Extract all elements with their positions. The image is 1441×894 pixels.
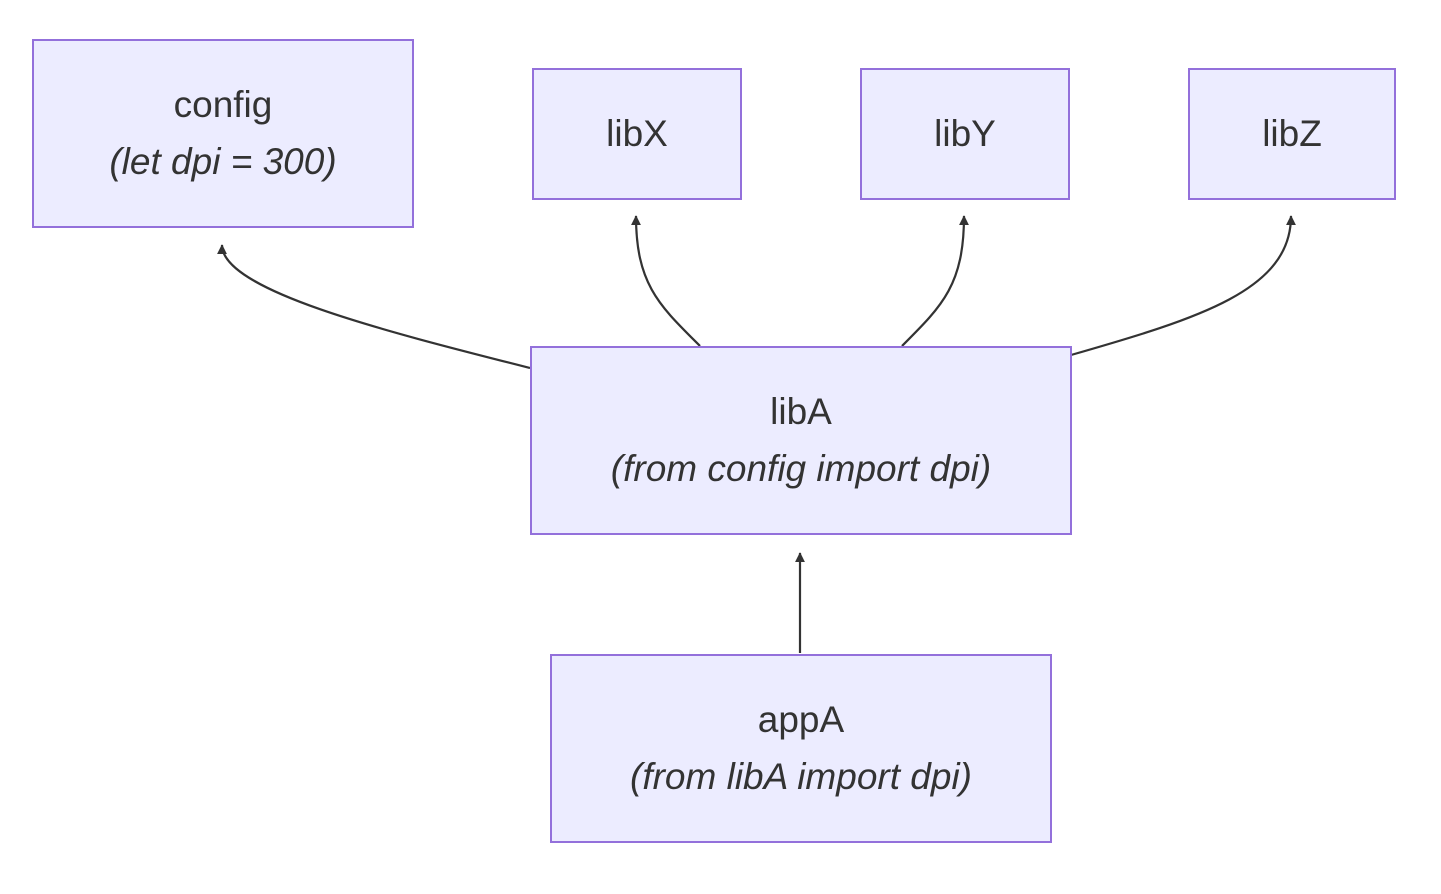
edge-liba-to-liby xyxy=(901,215,969,347)
node-appa: appA (from libA import dpi) xyxy=(550,654,1052,843)
node-config-title: config xyxy=(174,84,273,125)
edge-liba-to-config xyxy=(217,244,531,370)
node-appa-subtitle: (from libA import dpi) xyxy=(630,756,972,797)
node-liby: libY xyxy=(860,68,1070,200)
node-libx: libX xyxy=(532,68,742,200)
node-libz-title: libZ xyxy=(1262,113,1322,154)
node-libx-title: libX xyxy=(606,113,668,154)
node-liba: libA (from config import dpi) xyxy=(530,346,1072,535)
node-liby-title: libY xyxy=(934,113,996,154)
node-config: config (let dpi = 300) xyxy=(32,39,414,228)
node-libz: libZ xyxy=(1188,68,1396,200)
edge-liba-to-libx xyxy=(631,215,701,347)
node-appa-title: appA xyxy=(758,699,845,740)
node-liba-title: libA xyxy=(770,391,832,432)
edge-liba-to-libz xyxy=(1070,215,1296,357)
node-liba-subtitle: (from config import dpi) xyxy=(611,448,991,489)
node-config-subtitle: (let dpi = 300) xyxy=(109,141,336,182)
